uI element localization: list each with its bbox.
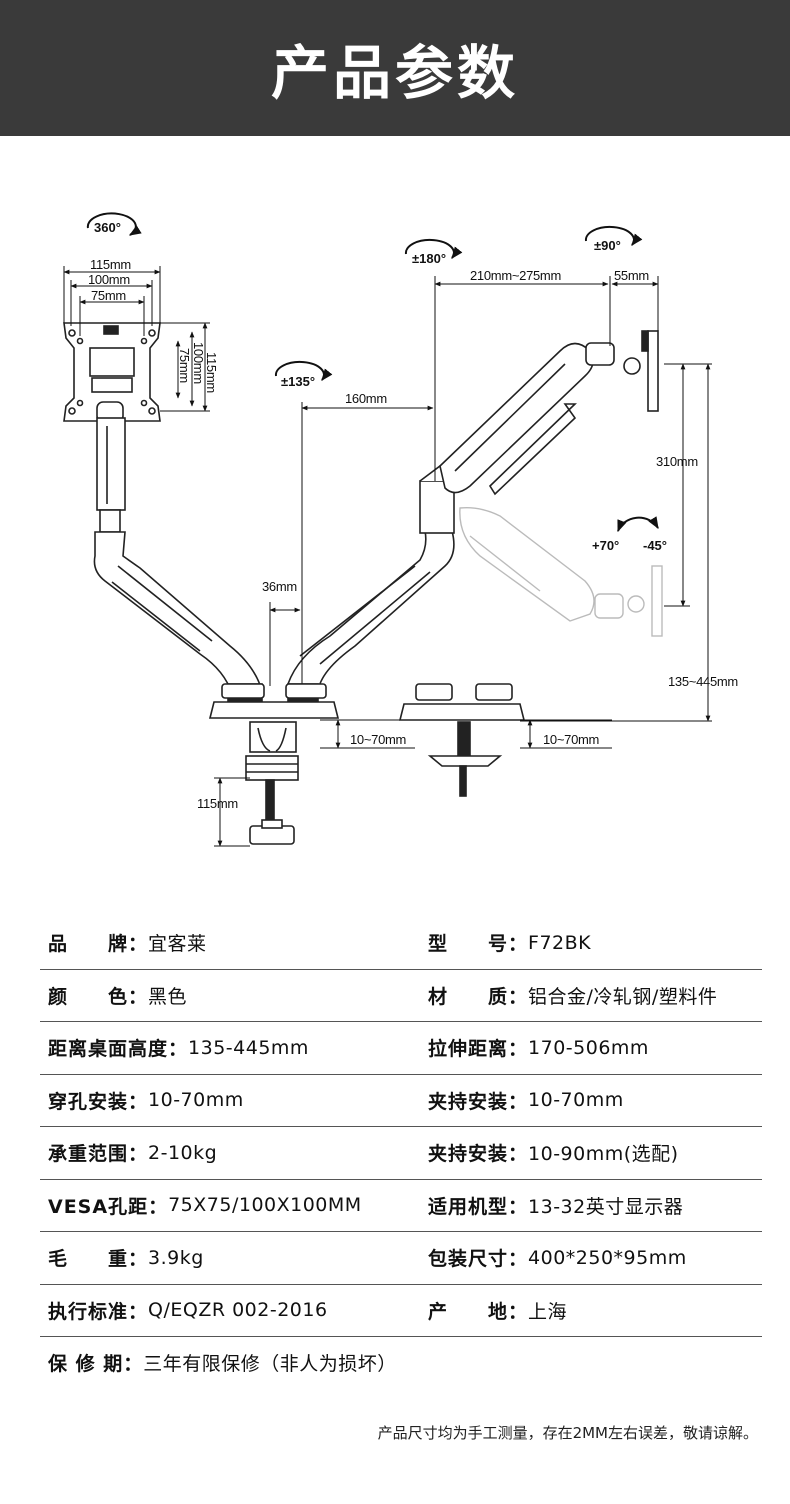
arm-reach-label: 210mm~275mm xyxy=(470,268,561,283)
spec-label: 品 牌： xyxy=(48,933,149,956)
spec-value: 10-70mm xyxy=(528,1089,624,1112)
spec-value: 铝合金/冷轧钢/塑料件 xyxy=(528,985,718,1008)
spec-value: 400*250*95mm xyxy=(528,1246,687,1269)
spec-value: 黑色 xyxy=(148,985,188,1008)
right-arm-ghost-position xyxy=(459,506,663,637)
spec-row: 穿孔安装：10-70mm 夹持安装：10-70mm xyxy=(40,1075,762,1127)
rotation-135-icon xyxy=(274,360,333,381)
spec-value: 10-90mm(选配) xyxy=(528,1143,679,1166)
spec-value: 13-32英寸显示器 xyxy=(528,1195,684,1218)
spec-label: 颜 色： xyxy=(48,985,149,1008)
spec-label: 承重范围： xyxy=(48,1143,149,1166)
spec-label: 型 号： xyxy=(428,933,529,956)
spec-row: 距离桌面高度：135-445mm 拉伸距离：170-506mm xyxy=(40,1022,762,1075)
spec-row: VESA孔距：75X75/100X100MM 适用机型：13-32英寸显示器 xyxy=(40,1180,762,1232)
spec-label: 拉伸距离： xyxy=(428,1038,529,1061)
spec-row: 毛 重：3.9kg 包装尺寸：400*250*95mm xyxy=(40,1232,762,1285)
spec-value: Q/EQZR 002-2016 xyxy=(148,1299,328,1322)
arm-reach-dims xyxy=(269,276,659,686)
spec-value: F72BK xyxy=(528,931,592,954)
spec-row: 执行标准：Q/EQZR 002-2016 产 地：上海 xyxy=(40,1285,762,1337)
spec-value: 3.9kg xyxy=(148,1246,204,1269)
clamp-base xyxy=(398,683,526,797)
spec-value: 75X75/100X100MM xyxy=(168,1194,362,1217)
vesa-100-label: 100mm xyxy=(88,272,130,287)
tilt-down-label: -45° xyxy=(643,538,667,553)
spec-label: 保 修 期： xyxy=(48,1353,144,1376)
spec-label: 包装尺寸： xyxy=(428,1248,529,1271)
arm-160-label: 160mm xyxy=(345,391,387,406)
left-monitor-arm xyxy=(93,401,264,703)
vesa-plate xyxy=(63,322,161,422)
vesa-115-label: 115mm xyxy=(90,257,131,272)
spec-label: VESA孔距： xyxy=(48,1195,169,1218)
grommet-base xyxy=(208,683,340,845)
vesa-v115-label: 115mm xyxy=(204,352,219,393)
spec-label: 毛 重： xyxy=(48,1248,149,1271)
right-monitor-arm xyxy=(286,464,455,703)
spec-label: 穿孔安装： xyxy=(48,1090,149,1113)
grommet-dims xyxy=(214,719,415,847)
rotation-180-icon xyxy=(404,238,463,259)
spec-label: 夹持安装： xyxy=(428,1143,529,1166)
tilt-up-label: +70° xyxy=(592,538,619,553)
spec-label: 距离桌面高度： xyxy=(48,1038,189,1061)
head-depth-label: 55mm xyxy=(614,268,649,283)
spec-table: 品 牌：宜客莱 型 号：F72BK 颜 色：黑色 材 质：铝合金/冷轧钢/塑料件… xyxy=(40,917,762,1389)
spec-value: 10-70mm xyxy=(148,1089,244,1112)
diagram-svg: 115mm 100mm 75mm 115mm 100mm 75mm 360° xyxy=(63,212,738,847)
spec-row: 品 牌：宜客莱 型 号：F72BK xyxy=(40,917,762,970)
spec-label: 材 质： xyxy=(428,985,529,1008)
spec-label: 适用机型： xyxy=(428,1195,529,1218)
rotation-360-icon xyxy=(86,212,142,236)
vesa-v75-label: 75mm xyxy=(177,348,192,383)
spec-row: 保 修 期：三年有限保修（非人为损坏） xyxy=(40,1337,762,1389)
arm-36-label: 36mm xyxy=(262,579,297,594)
vesa-vertical-dims xyxy=(160,322,210,412)
clamp-range-label: 10~70mm xyxy=(543,732,599,747)
measurement-note: 产品尺寸均为手工测量，存在2MM左右误差，敬请谅解。 xyxy=(377,1424,758,1442)
spec-row: 承重范围：2-10kg 夹持安装：10-90mm(选配) xyxy=(40,1127,762,1180)
rotation-180-label: ±180° xyxy=(412,251,446,266)
spec-label: 执行标准： xyxy=(48,1300,149,1323)
rotation-360-label: 360° xyxy=(94,220,121,235)
vesa-75-label: 75mm xyxy=(91,288,126,303)
page-header: 产品参数 xyxy=(0,0,790,136)
rotation-135-label: ±135° xyxy=(281,374,315,389)
product-dimension-diagram: 115mm 100mm 75mm 115mm 100mm 75mm 360° xyxy=(0,136,790,896)
spec-value: 三年有限保修（非人为损坏） xyxy=(143,1353,397,1376)
rotation-90-icon xyxy=(584,225,643,246)
clamp-dims xyxy=(520,719,612,749)
height-310-label: 310mm xyxy=(656,454,698,469)
spec-label: 产 地： xyxy=(428,1300,529,1323)
spec-value: 170-506mm xyxy=(528,1036,649,1059)
spec-row: 颜 色：黑色 材 质：铝合金/冷轧钢/塑料件 xyxy=(40,970,762,1022)
spec-value: 135-445mm xyxy=(188,1036,309,1059)
rotation-90-label: ±90° xyxy=(594,238,621,253)
grommet-range-label: 10~70mm xyxy=(350,732,406,747)
vesa-v100-label: 100mm xyxy=(191,342,206,384)
spec-value: 宜客莱 xyxy=(148,933,207,956)
spec-value: 2-10kg xyxy=(148,1141,218,1164)
spec-value: 上海 xyxy=(528,1300,568,1323)
clamp-115-label: 115mm xyxy=(197,796,238,811)
spec-label: 夹持安装： xyxy=(428,1090,529,1113)
height-dims xyxy=(520,363,712,722)
height-range-label: 135~445mm xyxy=(668,674,738,689)
tilt-arc-icon xyxy=(617,516,659,533)
vesa-horizontal-dims xyxy=(63,266,161,336)
page-title: 产品参数 xyxy=(270,39,519,107)
right-upper-arm xyxy=(439,330,659,496)
